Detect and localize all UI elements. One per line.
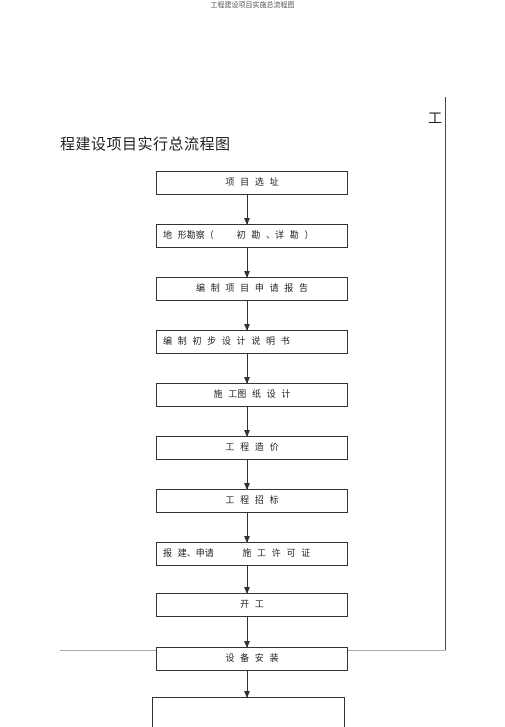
flow-arrow — [244, 301, 250, 331]
title-tail-char: 工 — [428, 111, 442, 127]
flow-arrow — [244, 617, 250, 648]
flow-arrow — [244, 195, 250, 225]
page-title: 程建设项目实行总流程图 — [60, 135, 231, 153]
step-tendering: 工 程 招 标 — [156, 489, 348, 513]
page-header-caption: 工程建设项目实施总流程图 — [210, 1, 295, 9]
step-construction-permit: 报 建、申请 施 工 许 可 证 — [156, 542, 348, 566]
flow-arrow — [244, 460, 250, 490]
flow-arrow — [244, 671, 250, 698]
step-start-construction: 开 工 — [156, 593, 348, 617]
step-construction-drawing: 施 工图 纸 设 计 — [156, 383, 348, 407]
flow-arrow — [244, 566, 250, 594]
flow-arrow — [244, 407, 250, 437]
right-border-line — [445, 97, 446, 650]
step-equipment-installation: 设 备 安 装 — [156, 647, 348, 671]
step-terrain-survey: 地 形勘察（ 初 勘 、详 勘 ） — [156, 224, 348, 248]
flow-arrow — [244, 513, 250, 543]
flow-arrow — [244, 354, 250, 384]
step-cost-estimate: 工 程 造 价 — [156, 436, 348, 460]
step-preliminary-design: 编 制 初 步 设 计 说 明 书 — [156, 330, 348, 354]
step-site-selection: 项 目 选 址 — [156, 171, 348, 195]
step-next-partial — [152, 697, 345, 727]
step-project-application: 编 制 项 目 申 请 报 告 — [156, 277, 348, 301]
flow-arrow — [244, 248, 250, 278]
